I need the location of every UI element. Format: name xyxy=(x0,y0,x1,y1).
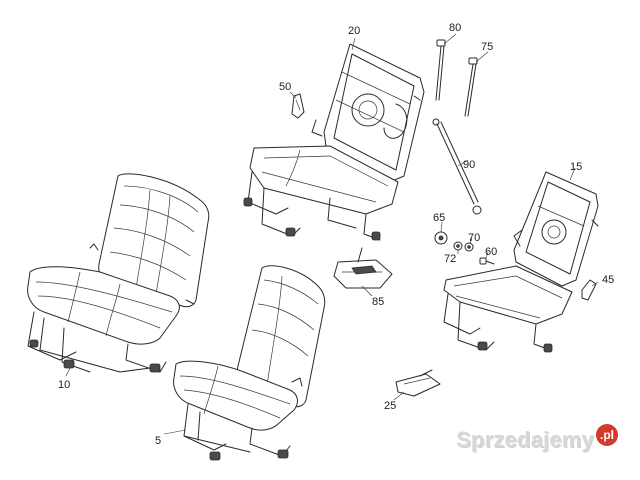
callout-60: 60 xyxy=(485,246,497,258)
callout-70: 70 xyxy=(468,232,480,244)
leader-lines xyxy=(65,33,599,435)
callout-25: 25 xyxy=(384,400,396,412)
watermark-suffix-badge: .pl xyxy=(596,424,618,446)
callout-10: 10 xyxy=(58,379,70,391)
part-85-tray xyxy=(333,247,393,289)
callout-65: 65 xyxy=(433,212,445,224)
part-65-washer xyxy=(434,231,448,245)
callout-72: 72 xyxy=(444,253,456,265)
part-45-bracket xyxy=(581,279,597,301)
part-70-nut xyxy=(464,242,474,252)
part-72-washer xyxy=(453,241,463,251)
part-80-bolt xyxy=(435,39,446,101)
part-5-single-seat xyxy=(173,265,326,461)
callout-80: 80 xyxy=(449,22,461,34)
part-60-screw xyxy=(479,257,495,265)
callout-50: 50 xyxy=(279,81,291,93)
callout-75: 75 xyxy=(481,41,493,53)
callout-45: 45 xyxy=(602,274,614,286)
callout-90: 90 xyxy=(463,159,475,171)
part-50-bracket xyxy=(291,93,305,119)
watermark-logo: Sprzedajemy .pl xyxy=(456,423,618,457)
part-10-double-seat xyxy=(27,173,210,373)
part-15-seat-frame xyxy=(443,171,599,353)
callout-labels: 20 80 75 50 90 15 65 70 60 72 45 85 10 2… xyxy=(58,22,614,447)
part-75-bolt xyxy=(464,57,478,117)
callout-85: 85 xyxy=(372,296,384,308)
watermark-text: Sprzedajemy xyxy=(456,427,594,452)
callout-15: 15 xyxy=(570,161,582,173)
callout-20: 20 xyxy=(348,25,360,37)
part-90-strut xyxy=(432,118,482,215)
callout-5: 5 xyxy=(155,435,161,447)
part-20-seat-frame xyxy=(243,43,425,241)
part-25-latch xyxy=(395,369,441,397)
